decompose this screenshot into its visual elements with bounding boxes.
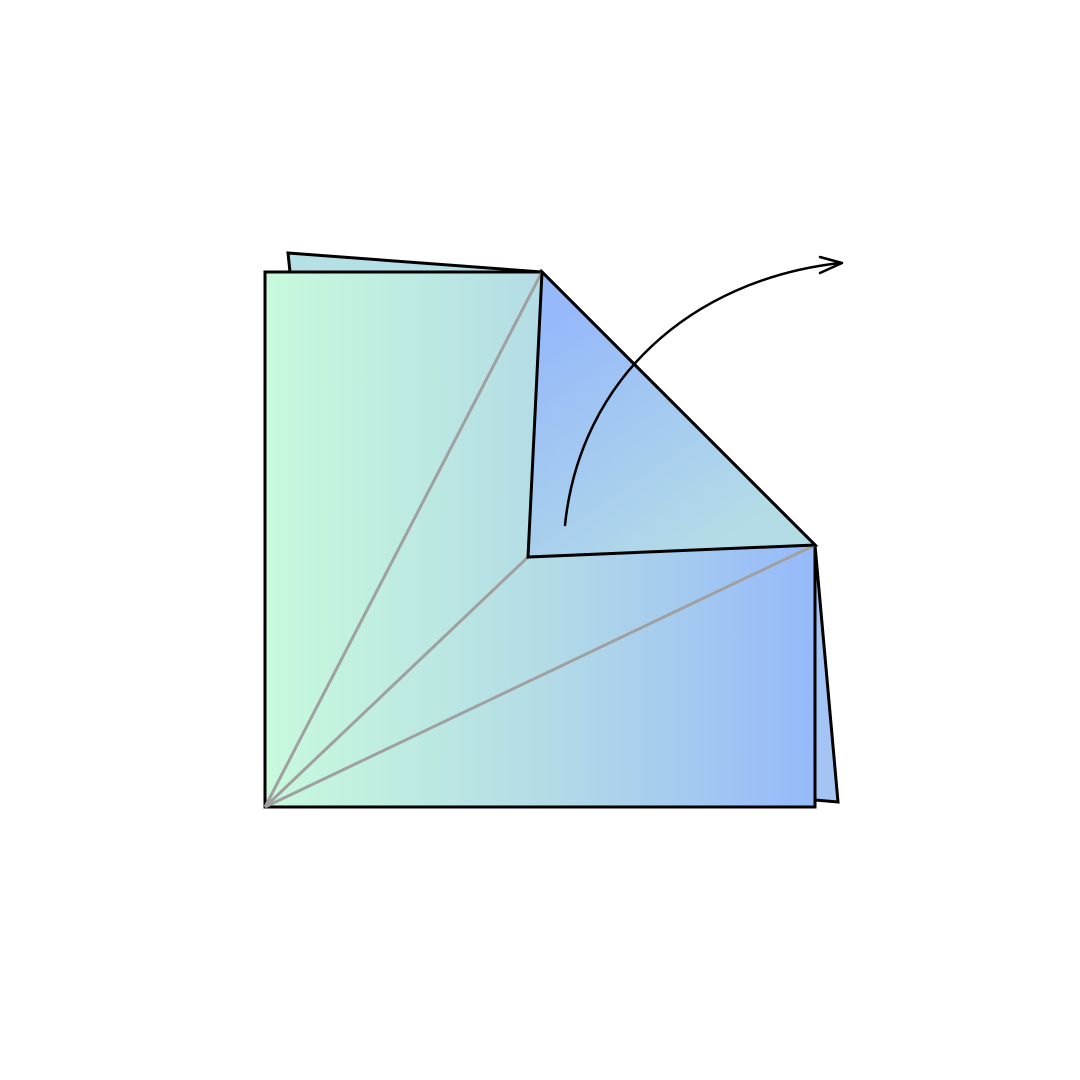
crease-line-lower <box>264 543 816 809</box>
crease-line-middle <box>263 555 530 809</box>
back-layer-flap-right <box>813 544 840 804</box>
fold-arrow-head <box>818 255 844 275</box>
fold-direction-arrow <box>563 255 844 527</box>
crease-lines <box>263 271 816 809</box>
back-layer-flap-top <box>286 251 543 274</box>
fold-arrow-curve <box>563 261 842 527</box>
crease-line-upper <box>263 271 544 808</box>
folded-corner-flap <box>526 268 819 559</box>
